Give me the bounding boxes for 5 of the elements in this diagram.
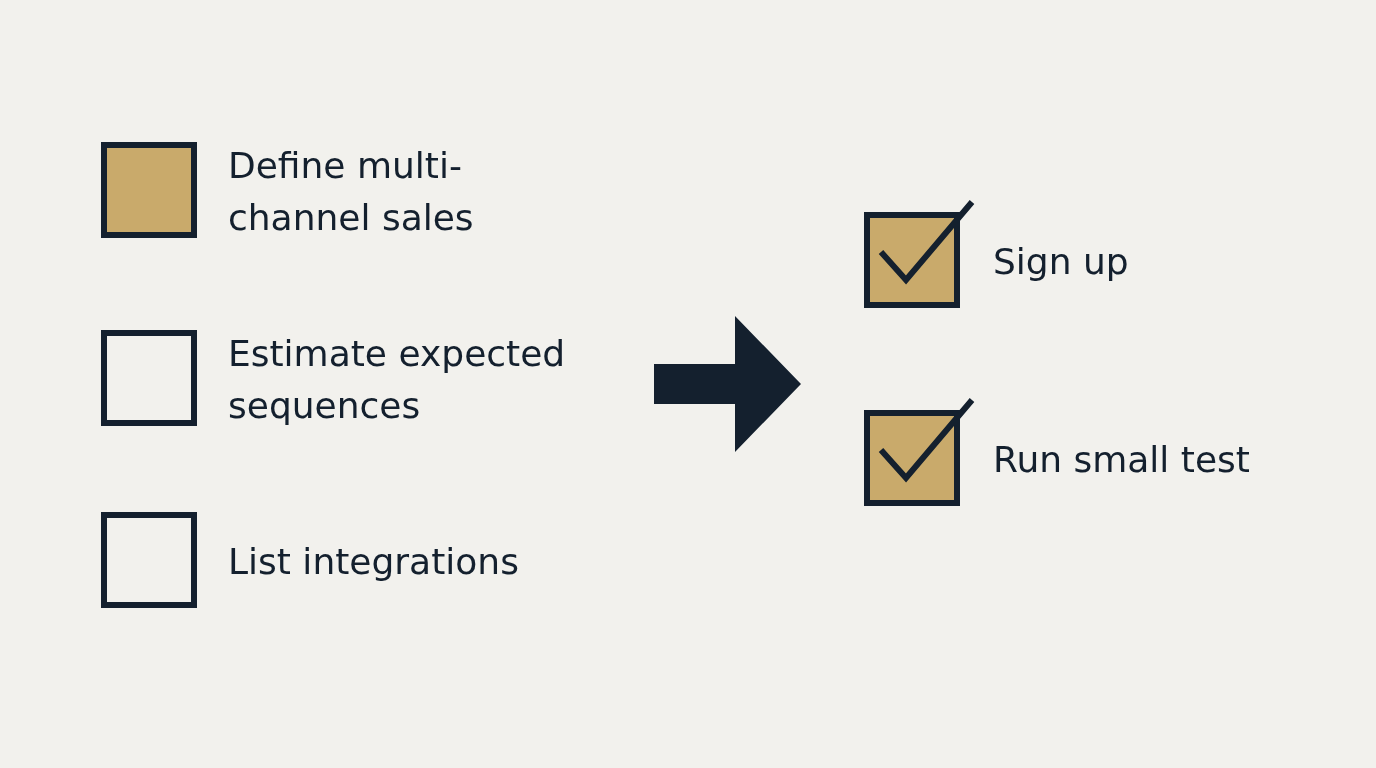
task-text: Run small test: [993, 438, 1250, 482]
task-text: Define multi-channel sales: [228, 144, 475, 240]
task-text: Estimate expected sequences: [228, 332, 567, 428]
task-text: List integrations: [228, 540, 519, 584]
task-text: Sign up: [993, 240, 1129, 284]
